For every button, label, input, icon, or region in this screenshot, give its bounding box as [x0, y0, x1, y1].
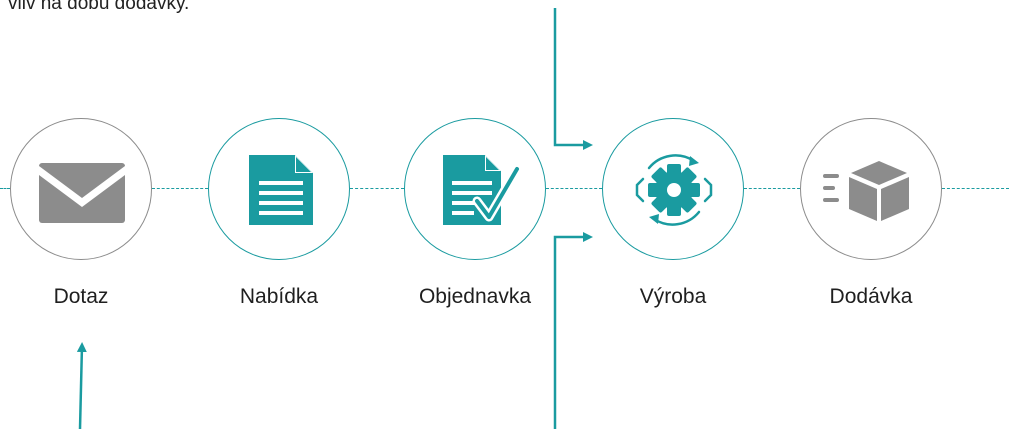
arrow-into-vyroba-top: [553, 8, 593, 150]
step-dodavka-circle: [800, 118, 942, 260]
connector-line-4: [744, 188, 800, 189]
document-icon: [249, 155, 313, 225]
intro-text: vliv na dobu dodávky.: [8, 0, 190, 14]
step-objednavka-circle: [404, 118, 546, 260]
connector-line-left: [0, 188, 10, 189]
gear-cycle-icon: [635, 154, 713, 226]
step-vyroba-circle: [602, 118, 744, 260]
step-vyroba-label: Výroba: [639, 285, 707, 308]
step-dotaz-circle: [10, 118, 152, 260]
connector-line-3: [546, 188, 602, 189]
box-delivery-icon: [823, 161, 909, 221]
connector-line-2: [350, 188, 404, 189]
connector-line-right: [942, 188, 1009, 189]
step-dodavka-label: Dodávka: [829, 285, 913, 308]
arrow-into-vyroba-bottom: [553, 232, 593, 429]
step-nabidka-circle: [208, 118, 350, 260]
step-objednavka-label: Objednavka: [418, 285, 532, 308]
envelope-icon: [39, 163, 125, 223]
document-check-icon: [443, 155, 522, 225]
step-dotaz-label: Dotaz: [53, 285, 109, 308]
step-nabidka-label: Nabídka: [239, 285, 319, 308]
connector-line-1: [152, 188, 208, 189]
arrow-into-dotaz: [76, 342, 87, 429]
